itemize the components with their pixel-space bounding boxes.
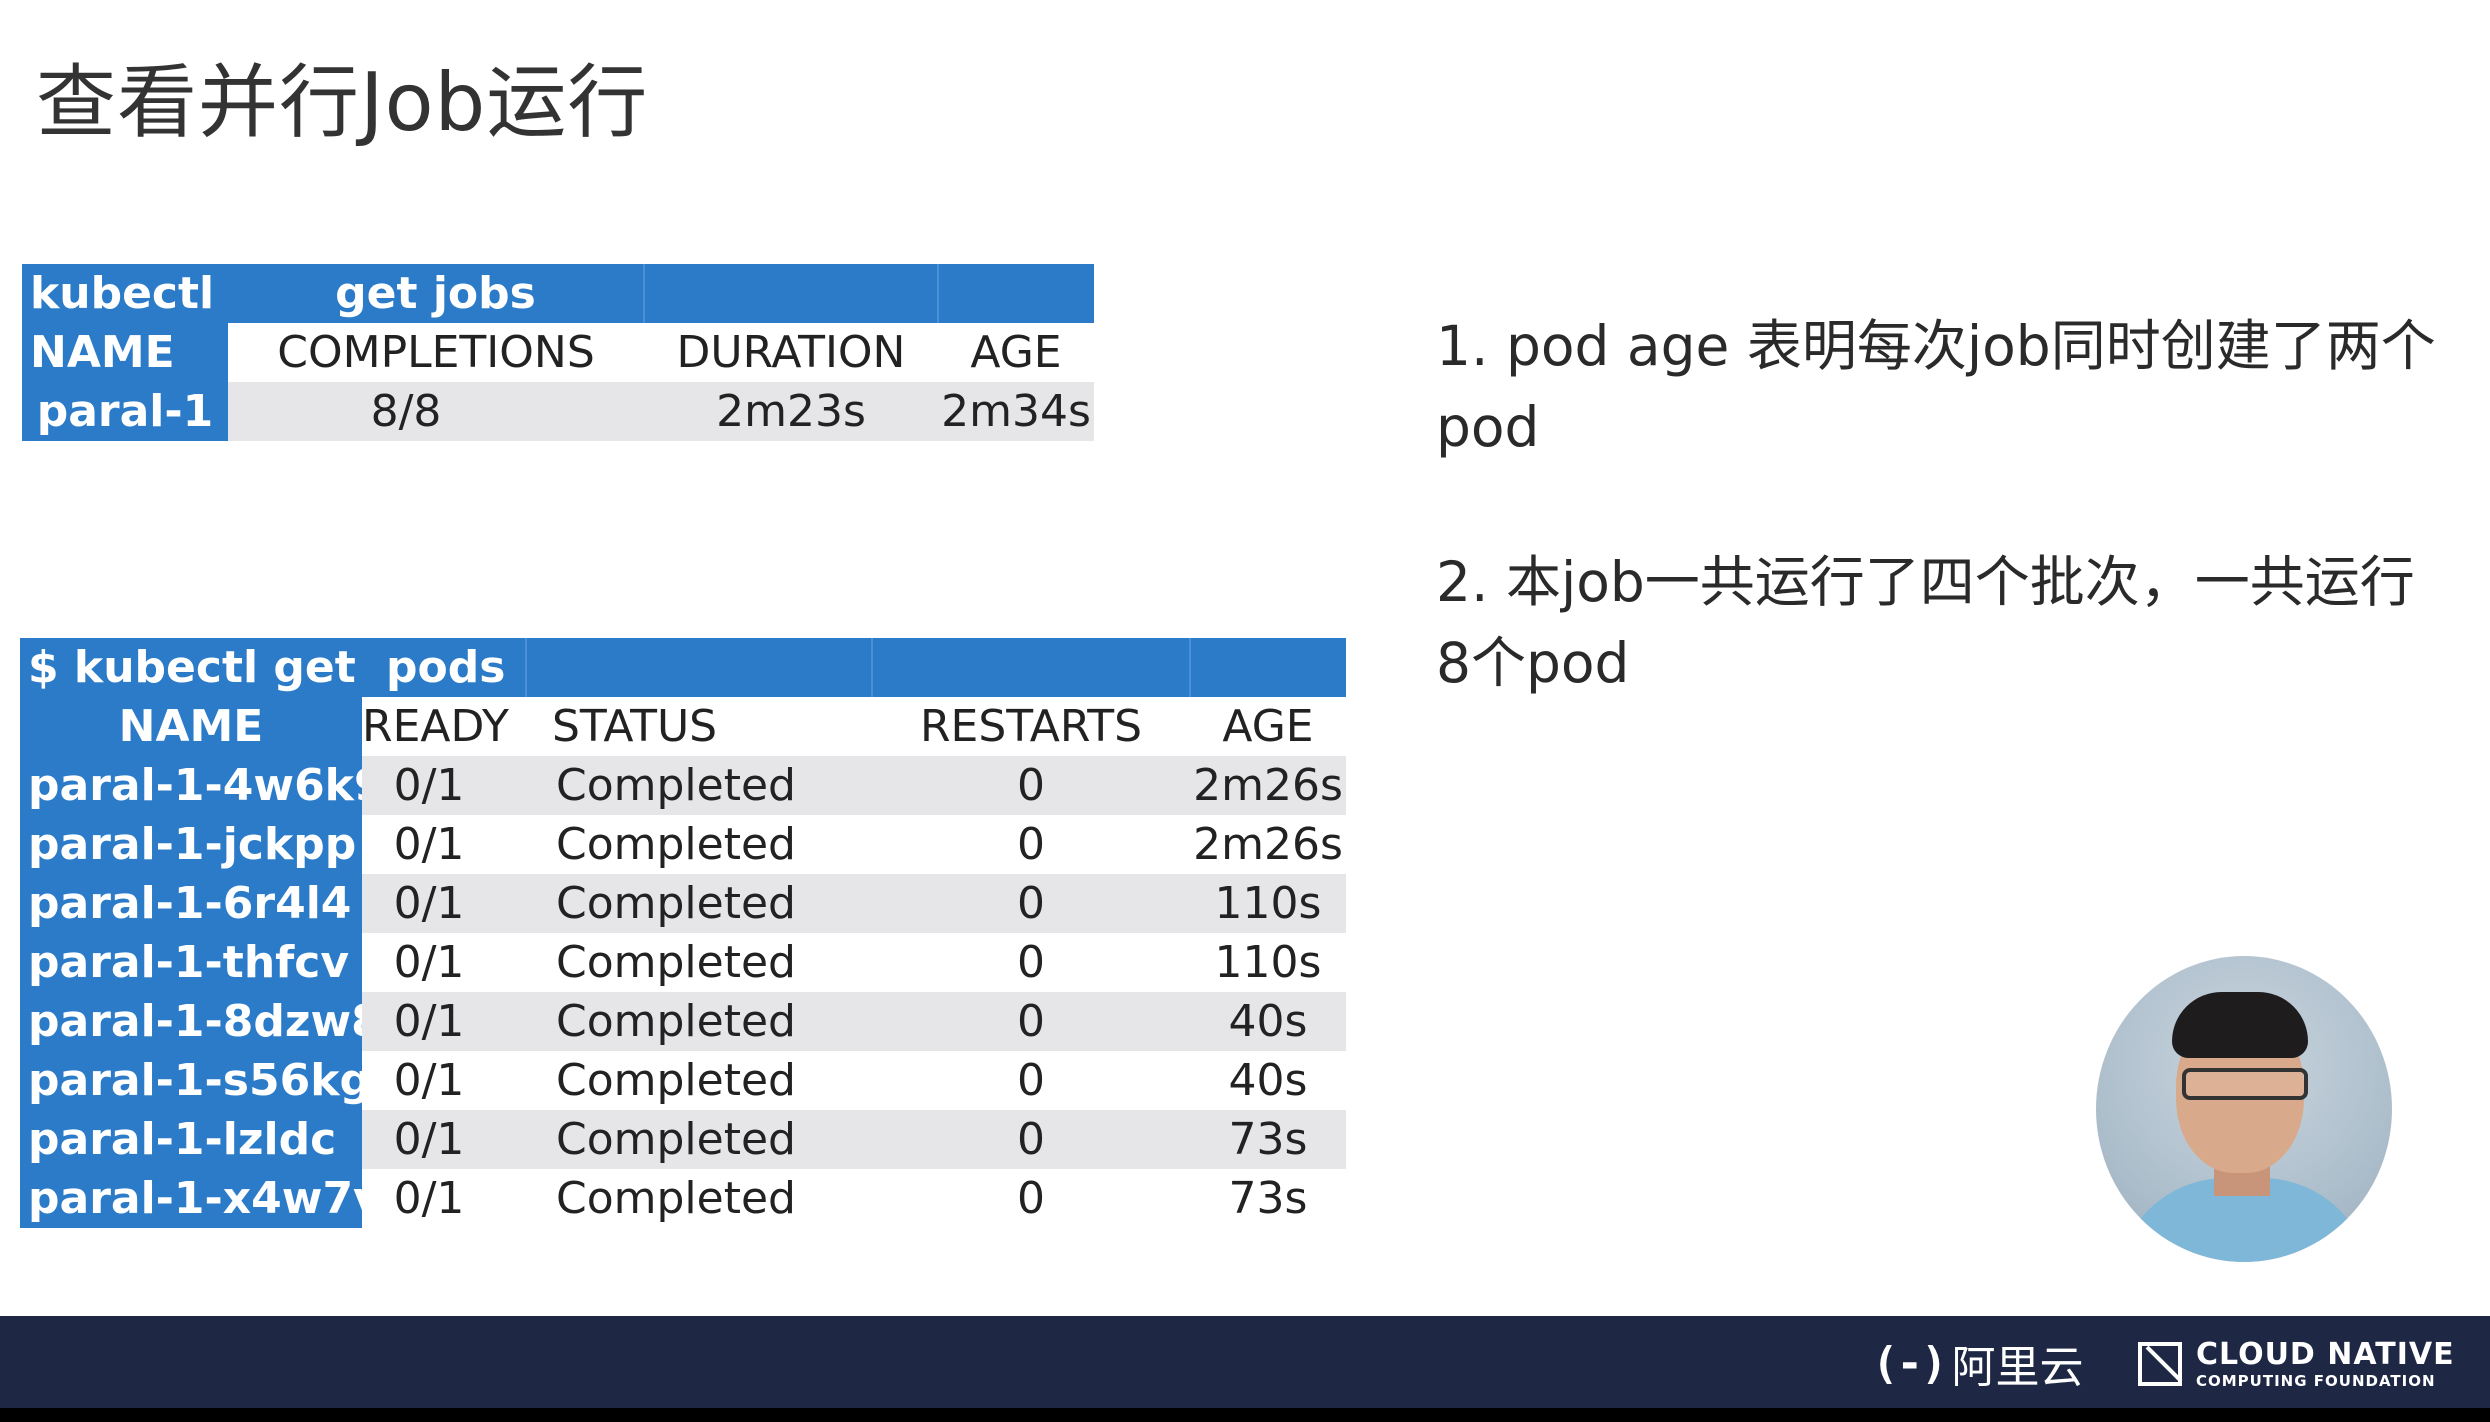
cncf-logo-icon <box>2138 1342 2182 1386</box>
aliyun-logo-icon: (-) <box>1872 1337 1947 1389</box>
pod-name: paral-1-thfcv <box>20 933 362 992</box>
job-age: 2m34s <box>938 382 1094 441</box>
pod-restarts: 0 <box>872 992 1190 1051</box>
pods-header-name: NAME <box>20 697 362 756</box>
pod-restarts: 0 <box>1017 819 1045 870</box>
pod-age: 110s <box>1190 874 1346 933</box>
pod-name: paral-1-x4w7v <box>20 1169 362 1228</box>
jobs-command-empty <box>937 264 1094 323</box>
pods-command-empty <box>525 638 872 697</box>
jobs-header-row: NAME COMPLETIONS DURATION AGE <box>22 323 1094 382</box>
pod-ready: 0/1 <box>393 1055 465 1106</box>
job-duration: 2m23s <box>644 382 938 441</box>
pod-age: 40s <box>1190 992 1346 1051</box>
pod-name: paral-1-8dzw8 <box>20 992 362 1051</box>
jobs-table: kubectl get jobs NAME COMPLETIONS DURATI… <box>22 264 1094 441</box>
aliyun-logo: (-) 阿里云 <box>1872 1336 2083 1394</box>
pod-restarts: 0 <box>1017 1055 1045 1106</box>
cncf-logo: CLOUD NATIVE COMPUTING FOUNDATION <box>2138 1334 2455 1394</box>
jobs-command-args: get jobs <box>228 264 644 323</box>
note-item: 2. 本job一共运行了四个批次，一共运行8个pod <box>1436 550 2415 695</box>
jobs-command-row: kubectl get jobs <box>22 264 1094 323</box>
pod-restarts: 0 <box>1017 937 1045 988</box>
presenter-glasses <box>2182 1068 2308 1100</box>
slide-title: 查看并行Job运行 <box>36 56 649 149</box>
job-completions: 8/8 <box>228 382 644 441</box>
pods-header-status: STATUS <box>552 701 718 752</box>
table-row: paral-1 8/8 2m23s 2m34s <box>22 382 1094 441</box>
jobs-header-age: AGE <box>970 327 1062 378</box>
pod-age: 73s <box>1190 1110 1346 1169</box>
pod-status: Completed <box>526 1110 872 1169</box>
pod-ready: 0/1 <box>393 1173 465 1224</box>
pods-header-row: NAME READY STATUS RESTARTS AGE <box>20 697 1346 756</box>
pod-restarts: 0 <box>872 756 1190 815</box>
jobs-header-duration: DURATION <box>676 327 906 378</box>
cncf-logo-line2: COMPUTING FOUNDATION <box>2196 1371 2436 1390</box>
pod-name: paral-1-6r4l4 <box>20 874 362 933</box>
jobs-command-empty <box>643 264 938 323</box>
footer-bottom-strip <box>0 1408 2490 1422</box>
pods-header-ready: READY <box>362 701 509 752</box>
table-row: paral-1-jckpp 0/1 Completed 0 2m26s <box>20 815 1346 874</box>
pod-age: 2m26s <box>1193 819 1343 870</box>
cncf-logo-line1: CLOUD NATIVE <box>2196 1336 2455 1372</box>
table-row: paral-1-x4w7v 0/1 Completed 0 73s <box>20 1169 1346 1228</box>
pod-age: 40s <box>1228 1055 1308 1106</box>
pods-header-restarts: RESTARTS <box>919 701 1143 752</box>
aliyun-logo-text: 阿里云 <box>1951 1342 2084 1393</box>
pod-ready: 0/1 <box>362 992 526 1051</box>
pod-restarts: 0 <box>872 1110 1190 1169</box>
pod-status: Completed <box>526 756 872 815</box>
pod-restarts: 0 <box>872 874 1190 933</box>
pods-command-row: $ kubectl get pods <box>20 638 1346 697</box>
pod-ready: 0/1 <box>393 819 465 870</box>
pod-name: paral-1-s56kg <box>20 1051 362 1110</box>
table-row: paral-1-thfcv 0/1 Completed 0 110s <box>20 933 1346 992</box>
jobs-header-name: NAME <box>22 323 228 382</box>
note-item: 1. pod age 表明每次job同时创建了两个pod <box>1436 314 2436 459</box>
pod-name: paral-1-4w6k9 <box>20 756 362 815</box>
pod-restarts: 0 <box>1017 1173 1045 1224</box>
table-row: paral-1-s56kg 0/1 Completed 0 40s <box>20 1051 1346 1110</box>
pod-name: paral-1-lzldc <box>20 1110 362 1169</box>
pod-name: paral-1-jckpp <box>20 815 362 874</box>
pod-ready: 0/1 <box>362 1110 526 1169</box>
jobs-header-completions: COMPLETIONS <box>277 327 595 378</box>
pod-status: Completed <box>526 992 872 1051</box>
footer-bar <box>0 1316 2490 1408</box>
pods-table: $ kubectl get pods NAME READY STATUS RES… <box>20 638 1346 1228</box>
job-name: paral-1 <box>22 382 228 441</box>
pod-age: 2m26s <box>1190 756 1346 815</box>
pod-status: Completed <box>556 1173 796 1224</box>
pods-command-args: pods <box>362 638 526 697</box>
pods-command-empty <box>1189 638 1346 697</box>
pod-status: Completed <box>556 1055 796 1106</box>
cncf-logo-words: CLOUD NATIVE COMPUTING FOUNDATION <box>2196 1336 2455 1390</box>
pods-header-age: AGE <box>1222 701 1314 752</box>
presenter-video <box>2096 956 2392 1262</box>
pod-ready: 0/1 <box>362 874 526 933</box>
jobs-command-kubectl: kubectl <box>22 264 228 323</box>
notes: 1. pod age 表明每次job同时创建了两个pod 2. 本job一共运行… <box>1436 306 2436 778</box>
pod-ready: 0/1 <box>393 937 465 988</box>
pod-ready: 0/1 <box>362 756 526 815</box>
pod-age: 73s <box>1228 1173 1308 1224</box>
pods-command-kubectl-get: $ kubectl get <box>20 638 362 697</box>
pods-command-empty <box>871 638 1190 697</box>
pod-status: Completed <box>556 937 796 988</box>
pod-status: Completed <box>526 874 872 933</box>
pod-age: 110s <box>1214 937 1322 988</box>
pod-status: Completed <box>556 819 796 870</box>
presenter-hair <box>2172 992 2308 1058</box>
